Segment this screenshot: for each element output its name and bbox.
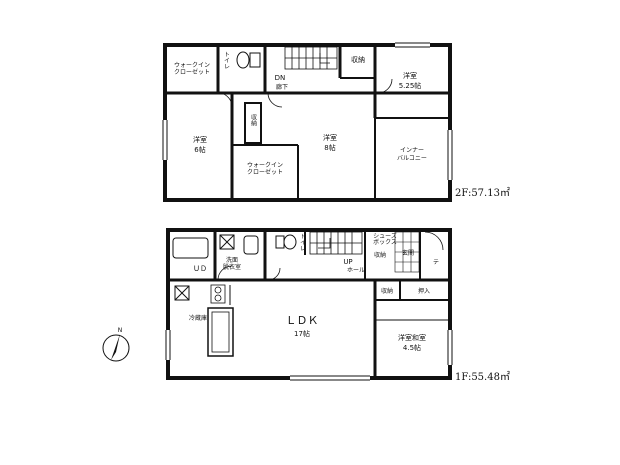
bathtub	[172, 237, 209, 259]
label-washitsu-size: 4.5帖	[403, 343, 421, 352]
floor2-door-swing	[219, 92, 233, 108]
north-arrow-icon	[111, 334, 120, 360]
washer-fixture	[219, 234, 235, 250]
floor1-area: 1F:55.48㎡	[455, 371, 510, 383]
floor1-door-swing	[267, 267, 281, 281]
floor2-stairs	[284, 46, 338, 70]
label-storage-top: 収納	[351, 55, 365, 64]
floor1-windows	[165, 330, 453, 381]
label-tea: テ	[433, 259, 439, 266]
stove-fixture	[210, 284, 226, 304]
floor1-stairs	[309, 231, 363, 255]
compass-north-label: N	[118, 327, 123, 334]
floor1-door-swing	[424, 231, 444, 251]
floor1-outer-wall	[166, 228, 452, 380]
label-ldk-name: ＬＤＫ	[286, 314, 319, 327]
label-down: DN	[275, 74, 286, 82]
label-ldk-size: 17帖	[294, 329, 310, 338]
floor2-door-swing	[377, 78, 393, 94]
label-shoe-box: シューズボックス	[373, 232, 397, 246]
sink-fixture	[243, 235, 259, 255]
label-storage-mid: 収納	[250, 114, 257, 127]
label-washroom: 洗面脱衣室	[223, 256, 241, 271]
compass: N	[102, 327, 130, 362]
floor2-windows	[162, 42, 453, 180]
fridge-fixture	[174, 285, 190, 301]
label-oshiire: 押入	[418, 287, 430, 295]
label-hall: ホール	[347, 267, 365, 274]
label-up: UP	[343, 258, 352, 266]
label-entrance: 玄関	[402, 249, 414, 257]
label-bedroom-8-size: 8帖	[324, 143, 335, 152]
label-bedroom-6-size: 6帖	[194, 145, 205, 154]
label-hallway: 廊下	[276, 83, 288, 91]
label-storage-lower: 収納	[381, 287, 393, 295]
floor2-area: 2F:57.13㎡	[455, 187, 510, 199]
label-bedroom-8-name: 洋室	[323, 133, 337, 142]
kitchen-island-inner	[211, 311, 230, 353]
label-washitsu-name: 洋室和室	[398, 333, 426, 342]
compass-ring	[102, 334, 130, 362]
label-fridge: 冷蔵庫	[189, 314, 207, 322]
label-storage-hall: 収納	[374, 251, 386, 259]
label-walkin-closet-top: ウォークインクローゼット	[174, 61, 210, 76]
label-bedroom-525-name: 洋室	[403, 71, 417, 80]
label-walkin-closet-mid: ウォークインクローゼット	[247, 161, 283, 176]
floor-2: ウォークインクローゼット トイレ 収納 DN 廊下 洋室 5.25帖 洋室 6帖…	[162, 42, 510, 202]
label-toilet-1f: トイレ	[299, 233, 306, 251]
floor2-door-swing	[267, 92, 283, 108]
label-bedroom-525-size: 5.25帖	[399, 81, 422, 90]
entrance-grid	[394, 231, 420, 273]
floor1-door-swing	[217, 265, 233, 281]
label-toilet-2f: トイレ	[223, 51, 230, 69]
floor1-toilet-fixture	[275, 234, 297, 250]
floor2-storage-box	[244, 102, 262, 144]
label-inner-balcony: インナーバルコニー	[397, 147, 427, 162]
kitchen-island	[207, 307, 234, 357]
floor-1: ＵＤ 洗面脱衣室 トイレ UP ホール 収納 シューズボックス 玄関 テ 収納 …	[165, 228, 510, 383]
label-bedroom-6-name: 洋室	[193, 135, 207, 144]
label-ub: ＵＤ	[193, 265, 207, 273]
floor2-toilet-fixture	[236, 51, 261, 69]
